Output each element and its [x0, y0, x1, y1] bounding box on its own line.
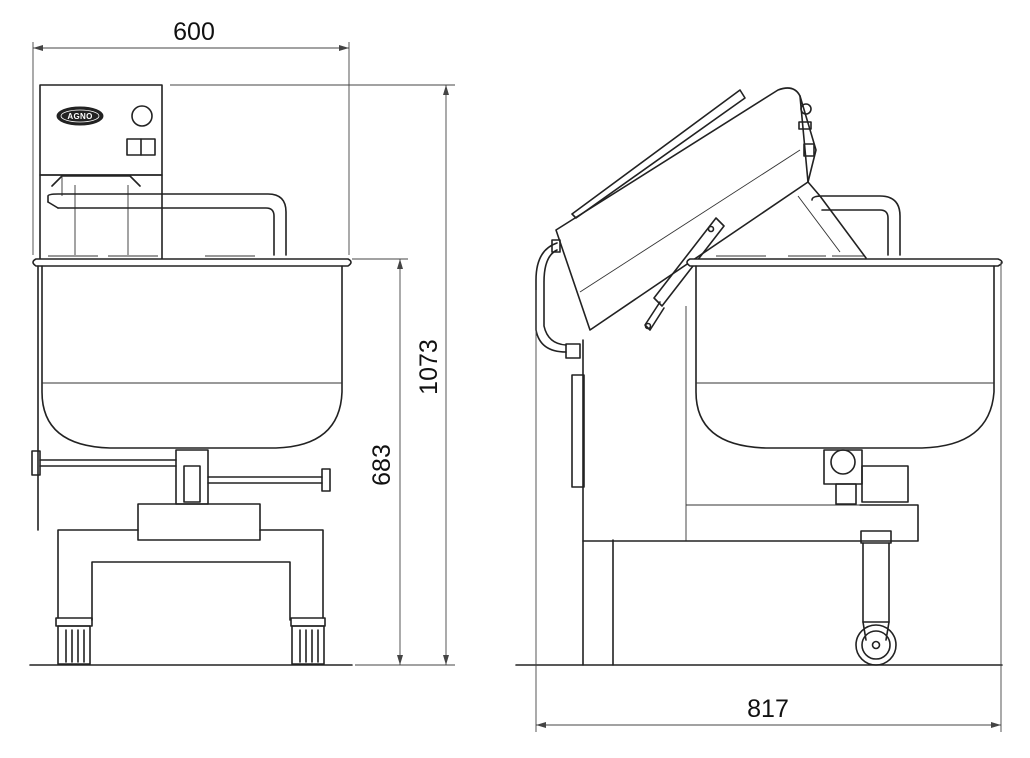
side-drive-hub-icon: [830, 449, 856, 475]
side-dimensions: 817: [535, 262, 1002, 732]
front-view: AGNO: [29, 84, 353, 666]
side-guard-bar: [811, 195, 901, 256]
side-body: [582, 339, 614, 666]
front-head-bracket: [51, 175, 141, 187]
control-knob-icon: [131, 105, 153, 127]
side-gas-strut: [644, 217, 725, 331]
front-dimensions: 600 1073 683: [32, 18, 455, 666]
front-guard-bar: [47, 193, 287, 256]
side-bowl: [695, 265, 995, 449]
front-control-panel: [39, 84, 163, 176]
side-base-beam: [582, 504, 919, 542]
front-wheel-right: [290, 617, 326, 665]
front-drive-column: [175, 449, 209, 505]
total-height-dimension-label: 1073: [415, 339, 443, 395]
width-dimension-label: 600: [173, 18, 215, 46]
front-bowl: [41, 265, 343, 449]
front-column: [39, 174, 163, 261]
front-tilt-handle-right: [321, 468, 331, 492]
front-tilt-handle-left: [31, 450, 41, 476]
front-wheel-left: [55, 617, 93, 665]
side-back-handle: [535, 242, 567, 353]
depth-dimension-label: 817: [747, 695, 789, 723]
side-tilted-head: [555, 87, 867, 331]
side-view: [515, 87, 1003, 666]
front-frame: [57, 529, 324, 619]
side-head-knob-icon: [800, 103, 812, 115]
side-wheel: [855, 530, 897, 666]
side-head-button-icon: [798, 121, 812, 130]
rim-height-dimension-label: 683: [368, 444, 396, 486]
front-bowl-rim: [32, 258, 352, 267]
front-base-block: [137, 503, 261, 541]
side-bowl-rim: [686, 258, 1003, 267]
logo-text: AGNO: [67, 112, 92, 121]
brand-logo: AGNO: [56, 106, 104, 126]
